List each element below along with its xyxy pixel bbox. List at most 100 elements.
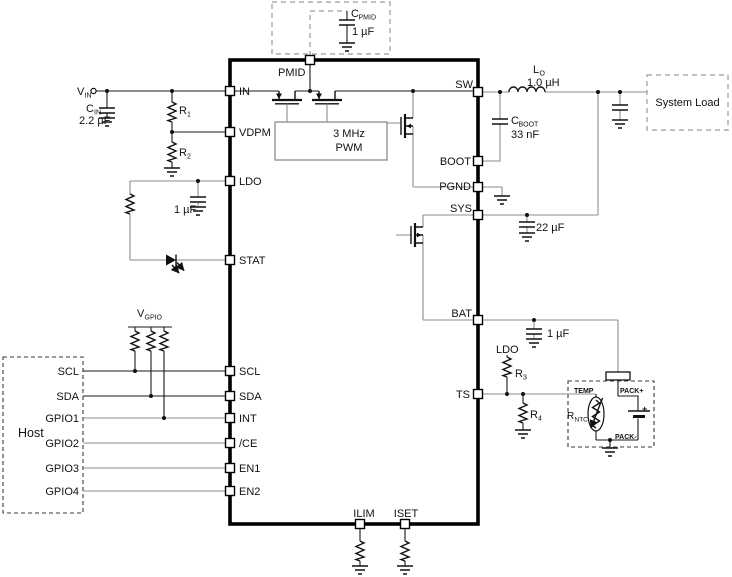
ic-pin-label-bat: BAT: [451, 308, 472, 320]
host-pin-gpio1: GPIO1: [45, 413, 79, 425]
ic-pin-label-int: INT: [239, 413, 257, 425]
ic-pin-label-ilim: ILIM: [353, 508, 374, 520]
host-pin-gpio3: GPIO3: [45, 463, 79, 475]
bat-cap-ground: [525, 338, 543, 348]
pin-boot: [472, 155, 484, 167]
iset-resistor: [400, 540, 410, 562]
vgpio-label-sub: GPIO: [145, 315, 163, 322]
ilim-ground: [351, 565, 369, 575]
host-box: [2, 356, 84, 514]
host-block: [2, 326, 230, 514]
vin-terminal: [90, 87, 97, 95]
vgpio-pullup-resistor: [159, 330, 169, 352]
ic-pin-label-ce: /CE: [239, 438, 257, 450]
lo-label: L: [533, 64, 539, 76]
sys-cap-value: 22 µF: [536, 222, 565, 234]
pin-ilim: [354, 518, 366, 530]
host-pin-gpio2: GPIO2: [45, 438, 79, 450]
battery-fet-body-arrow: [417, 232, 422, 238]
pwm-block-line2: PWM: [336, 142, 363, 154]
cpmid-ground: [338, 42, 356, 52]
cpmid-capacitor: [338, 19, 356, 26]
cboot-label-sub: BOOT: [519, 122, 540, 129]
r1-resistor: [167, 101, 177, 123]
cin-capacitor: [98, 107, 116, 114]
r2-label: R: [179, 147, 187, 159]
pack-fuse: [605, 371, 631, 381]
input-fet-2: [312, 91, 342, 122]
led-emission-arrow: [175, 261, 185, 272]
r1-label: R: [179, 105, 187, 117]
labels: V IN C IN 2.2 µF R 1 R 2 1 µF V GPIO Hos…: [18, 8, 720, 520]
bat-capacitor: [525, 328, 543, 335]
host-pin-gpio4: GPIO4: [45, 486, 79, 498]
ldo-cap-value: 1 µF: [174, 204, 197, 216]
pin-scl: [224, 365, 236, 377]
pin-ce: [224, 437, 236, 449]
sys-cap-ground: [518, 232, 536, 242]
vin-label-sub: IN: [85, 93, 92, 100]
ic-pin-label-pgnd: PGND: [439, 181, 471, 193]
cpmid-label: C: [351, 8, 359, 20]
pgnd-sys-nets: [478, 186, 598, 242]
switch-fet-body-arrow: [406, 123, 411, 129]
ic-pin-label-sw: SW: [455, 79, 473, 91]
ic-pin-label-stat: STAT: [239, 255, 266, 267]
thermistor-arrow: [589, 397, 604, 429]
ic-pin-label-ts: TS: [456, 389, 470, 401]
cin-label: C: [86, 103, 94, 115]
host-pin-sda: SDA: [56, 391, 79, 403]
ic-pin-label-in: IN: [239, 86, 250, 98]
cboot-value: 33 nF: [511, 129, 539, 141]
ic-internals: [234, 64, 478, 321]
pin-iset: [399, 518, 411, 530]
r4-label: R: [530, 409, 538, 421]
bat-cap-value: 1 µF: [547, 328, 570, 340]
system-load-box: [646, 74, 729, 131]
lo-label-sub: O: [540, 71, 546, 78]
ic-pin-label-sda: SDA: [239, 391, 262, 403]
r2-resistor: [167, 141, 177, 163]
pin-pgnd: [472, 181, 484, 193]
pin-sw: [472, 86, 484, 98]
pin-sys: [472, 209, 484, 221]
cboot-capacitor: [491, 118, 509, 125]
bat-net: [478, 318, 639, 457]
cpmid-option-box: [271, 1, 391, 55]
pwm-block: [274, 121, 388, 161]
cpmid-option: [271, 1, 391, 56]
r4-label-sub: 4: [538, 416, 542, 423]
cin-label-sub: IN: [94, 110, 101, 117]
cboot-label: C: [511, 115, 519, 127]
ts-net: [478, 355, 597, 439]
pin-in: [224, 85, 236, 97]
pin-bat: [472, 314, 484, 326]
input-fet-1: [272, 91, 302, 122]
ic-pin-label-vdpm: VDPM: [239, 127, 271, 139]
led-emission-arrow: [170, 264, 180, 274]
pin-ldo: [224, 175, 236, 187]
cpmid-value: 1 µF: [352, 26, 375, 38]
ic-pin-label-en2: EN2: [239, 486, 260, 498]
cpmid-dashed-wire: [309, 10, 347, 56]
r3-label-sub: 3: [523, 375, 527, 382]
sw-output-net: [478, 74, 729, 215]
ic-pin-label-pmid: PMID: [278, 67, 306, 79]
output-cap-ground: [611, 119, 629, 129]
vin-label: V: [77, 86, 85, 98]
charger-ic-outline: [228, 58, 480, 526]
ic-pins: [224, 54, 484, 530]
pin-int: [224, 412, 236, 424]
pack-plus-label: PACK+: [620, 388, 643, 395]
output-inductor: [508, 86, 546, 93]
battery-plus-sign: +: [642, 404, 647, 414]
rntc-label: R: [567, 411, 574, 422]
switch-fet: [387, 91, 478, 188]
ic-pin-label-iset: ISET: [394, 508, 419, 520]
ic-pin-label-boot: BOOT: [440, 156, 471, 168]
cin-value: 2.2 µF: [79, 115, 111, 127]
fet1-body-arrow: [276, 93, 282, 99]
ic-pin-label-sys: SYS: [450, 203, 472, 215]
ilim-iset-net: [351, 528, 414, 575]
